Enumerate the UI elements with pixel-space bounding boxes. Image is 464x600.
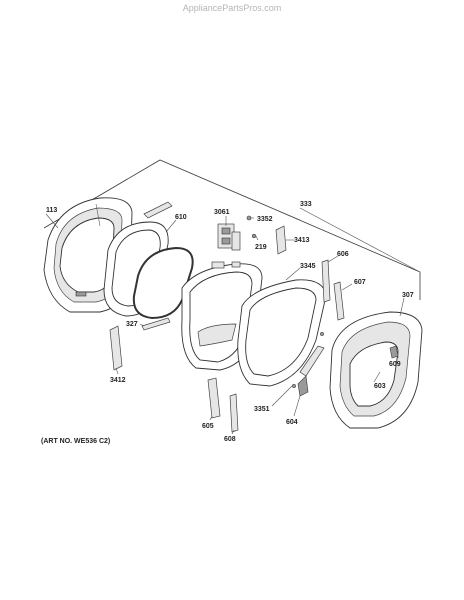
bar-605: [207, 377, 221, 419]
callout-3352: 3352: [257, 216, 273, 223]
callout-606: 606: [337, 251, 349, 258]
vent-strip: [143, 201, 173, 219]
handle-607: [333, 281, 345, 321]
callout-604: 604: [286, 419, 298, 426]
callout-3413: 3413: [294, 237, 310, 244]
art-number: (ART NO. WE536 C2): [41, 438, 111, 445]
callout-3351: 3351: [254, 406, 270, 413]
latch-plate: [275, 225, 287, 255]
cam-327: [141, 317, 171, 331]
outer-door-assembly: [329, 311, 423, 429]
door-window: [237, 279, 327, 387]
callout-219: 219: [255, 244, 267, 251]
callout-610: 610: [175, 214, 187, 221]
callout-113: 113: [46, 207, 57, 214]
callout-608: 608: [224, 436, 236, 443]
callout-3412: 3412: [110, 377, 126, 384]
callout-3345: 3345: [300, 263, 316, 270]
callout-3061: 3061: [214, 209, 230, 216]
side-bracket-3412: [109, 325, 123, 371]
door-hinge: [217, 223, 241, 251]
watermark-text: AppliancePartsPros.com: [182, 3, 282, 13]
callout-603: 603: [374, 383, 386, 390]
callout-307: 307: [402, 292, 414, 299]
callout-333: 333: [300, 201, 312, 208]
callout-605: 605: [202, 423, 214, 430]
latch-lever: [297, 345, 325, 397]
handle-606: [321, 259, 331, 303]
strike-parts: [211, 261, 241, 269]
bar-608: [229, 393, 239, 433]
callout-327: 327: [126, 321, 138, 328]
assembly-bracket: [43, 159, 421, 300]
leader-lines: [45, 207, 421, 435]
callout-609: 609: [389, 361, 401, 368]
callout-607: 607: [354, 279, 366, 286]
